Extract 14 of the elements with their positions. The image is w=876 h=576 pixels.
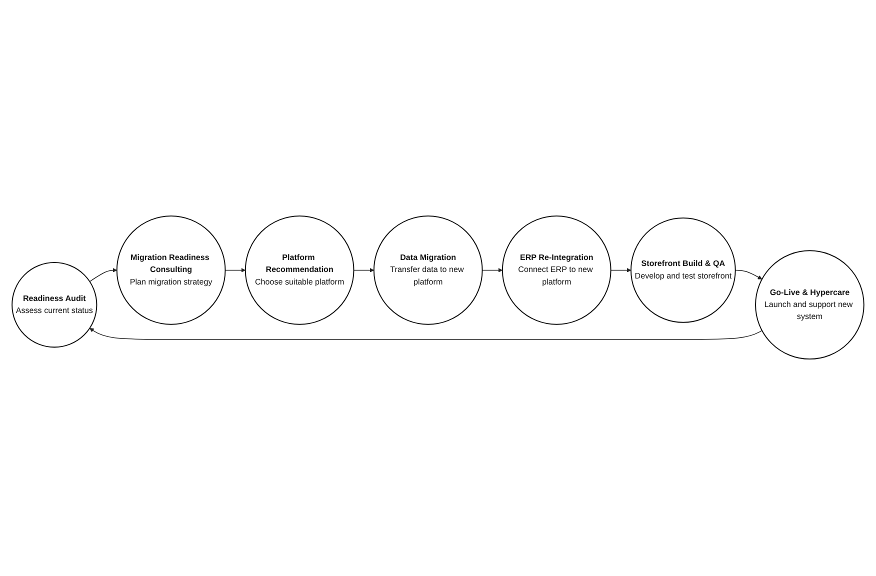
node-circle: Readiness Audit Assess current status: [12, 262, 98, 348]
node-circle: Go-Live & Hypercare Launch and support new system: [755, 250, 864, 360]
arrow: [735, 270, 762, 280]
node-circle: ERP Re-Integration Connect ERP to new platform: [502, 216, 612, 326]
arrow: [89, 268, 118, 282]
arrow: [610, 268, 632, 273]
arrow: [90, 328, 762, 340]
node-circle: Migration Readiness Consulting Plan migration strategy: [116, 216, 226, 326]
arrow: [482, 268, 503, 273]
arrow: [353, 268, 374, 273]
node-circle: Storefront Build & QA Develop and test storefront: [630, 218, 736, 324]
arrow: [224, 268, 246, 273]
node-circle: Platform Recommendation Choose suitable platform: [244, 216, 354, 326]
node-circle: Data Migration Transfer data to new platform: [373, 216, 483, 326]
